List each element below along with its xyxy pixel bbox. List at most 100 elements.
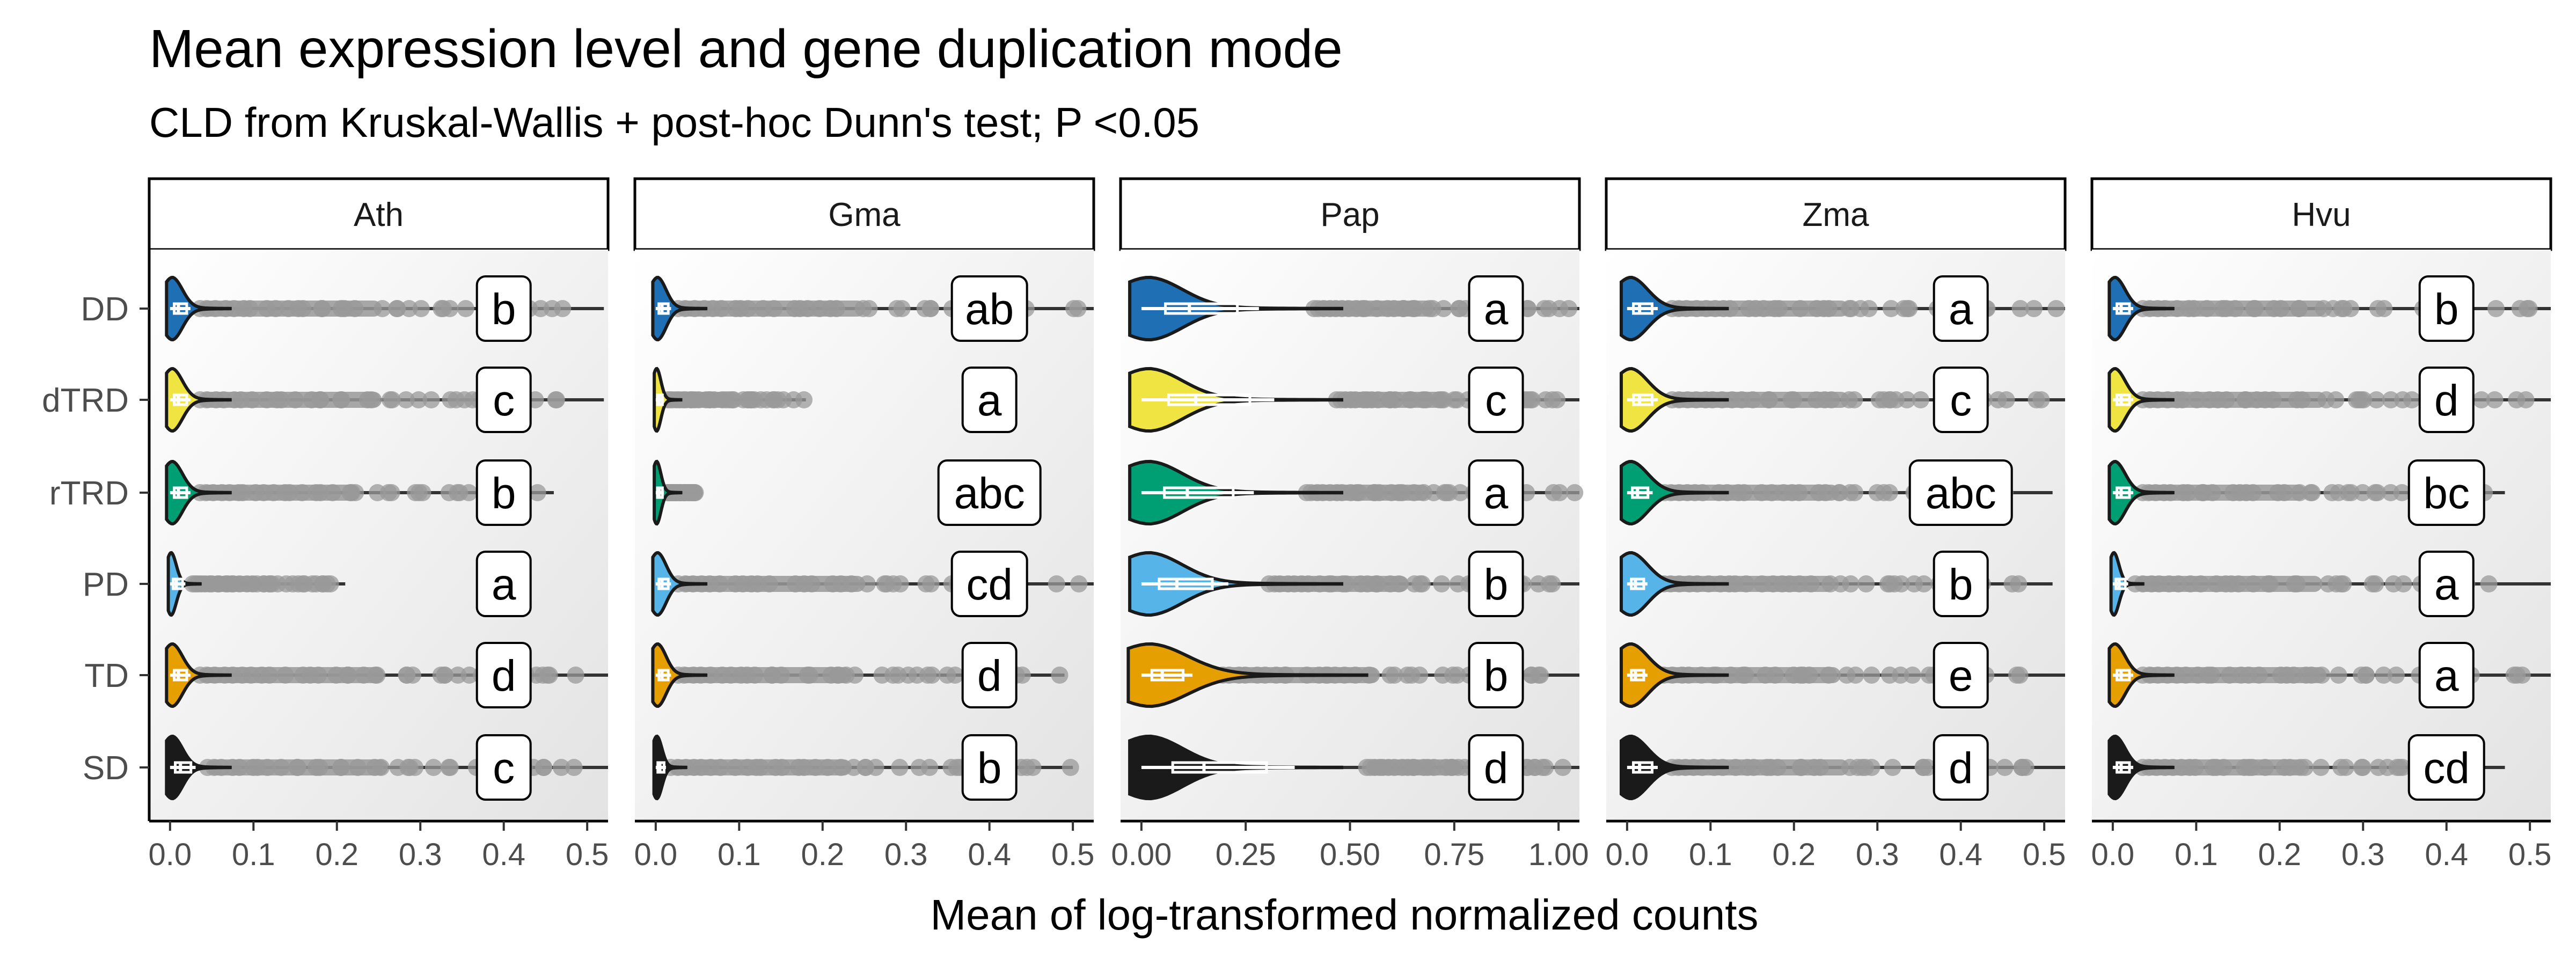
outlier-point [539, 667, 557, 684]
cld-label-box [961, 734, 1018, 801]
outlier-point [1536, 759, 1554, 776]
outlier-point [1915, 759, 1933, 776]
outlier-point [1070, 575, 1088, 592]
violin-shape [653, 459, 683, 526]
cld-label: b [492, 285, 516, 334]
outlier-point [2403, 391, 2421, 408]
violin-shape [1619, 642, 1729, 708]
outlier-point [2003, 575, 2021, 592]
box-iqr [2116, 302, 2131, 315]
outlier-point [686, 484, 704, 501]
outlier-band [678, 667, 852, 683]
outlier-band [668, 392, 730, 408]
outlier-point [1543, 575, 1561, 592]
outlier-point [388, 300, 406, 317]
outlier-point [2339, 484, 2357, 501]
x-tick-label: 0.2 [1772, 837, 1816, 872]
x-tick-label: 0.3 [399, 837, 442, 872]
cld-label-box [475, 734, 532, 801]
cld-label: c [1485, 376, 1507, 425]
violin-shape [1619, 734, 1729, 801]
cld-label-box [2407, 734, 2485, 801]
outlier-point [381, 391, 399, 408]
outlier-point [318, 575, 336, 592]
panel-background [149, 250, 608, 821]
violin-shape [165, 367, 232, 433]
outlier-point [2379, 759, 2396, 776]
box-iqr [174, 761, 193, 774]
violin-hvu-dd: b [2107, 275, 2551, 342]
cld-label: d [2434, 376, 2459, 425]
outlier-point [1882, 300, 1900, 317]
box-iqr [173, 669, 188, 682]
x-tick-label: 0.2 [315, 837, 358, 872]
cld-label-box [1933, 551, 1989, 617]
violin-shape [2107, 734, 2175, 801]
outlier-point [1863, 667, 1880, 684]
violin-shape [2107, 367, 2175, 433]
outlier-point [1875, 484, 1893, 501]
outlier-point [457, 300, 474, 317]
outlier-point [1523, 667, 1540, 684]
x-tick-label: 0.1 [232, 837, 275, 872]
cld-label: abc [954, 469, 1025, 518]
cld-label-box [475, 459, 532, 526]
violin-zma-pd: b [1619, 551, 2053, 617]
x-tick-label: 0.3 [2341, 837, 2385, 872]
violin-shape [165, 459, 232, 526]
violin-ath-sd: c [165, 734, 608, 801]
outlier-point [398, 667, 415, 684]
cld-label-box [1933, 734, 1989, 801]
violin-shape [1619, 367, 1729, 433]
violin-pap-rtrd: a [1128, 459, 1584, 526]
cld-label-box [475, 551, 532, 617]
outlier-point [1912, 391, 1929, 408]
violin-shape [651, 551, 708, 617]
violin-hvu-rtrd: bc [2107, 459, 2505, 526]
outlier-point [889, 667, 907, 684]
outlier-point [2517, 391, 2535, 408]
cld-label: abc [1926, 469, 1996, 518]
x-tick-label: 0.0 [1606, 837, 1649, 872]
outlier-band [2142, 392, 2326, 408]
box-iqr [1164, 302, 1239, 315]
violin-shape [1126, 642, 1368, 708]
outlier-band [1672, 759, 1849, 775]
cld-label: d [1484, 744, 1509, 793]
outlier-band [670, 759, 852, 775]
outlier-point [1892, 667, 1909, 684]
violin-shape [2107, 459, 2175, 526]
violin-shape [653, 367, 683, 433]
violin-ath-dtrd: c [165, 367, 604, 433]
cld-label: c [493, 376, 515, 425]
outlier-band [1336, 392, 1446, 408]
y-tick-label: PD [83, 566, 129, 603]
box-iqr [2116, 669, 2131, 682]
violin-shape [1619, 551, 1729, 617]
box-iqr [1163, 486, 1235, 499]
box-iqr [2116, 486, 2131, 499]
cld-label-box [961, 642, 1018, 708]
violin-ath-pd: a [166, 551, 532, 617]
violin-ath-rtrd: b [165, 459, 554, 526]
outlier-point [2327, 391, 2345, 408]
cld-label: d [492, 652, 516, 700]
outlier-point [922, 300, 940, 317]
violin-zma-sd: d [1619, 734, 2065, 801]
cld-label: b [1484, 560, 1509, 609]
outlier-point [1013, 667, 1031, 684]
outlier-band [1672, 392, 1849, 408]
outlier-band [1664, 485, 1840, 501]
facet-strip [148, 177, 610, 251]
outlier-point [1860, 300, 1878, 317]
outlier-point [1051, 667, 1069, 684]
outlier-point [2014, 759, 2031, 776]
violin-shape [165, 275, 232, 342]
x-tick-label: 0.5 [2508, 837, 2552, 872]
x-tick-label: 0.75 [1424, 837, 1484, 872]
outlier-band [678, 576, 866, 592]
violin-zma-dtrd: c [1619, 367, 2065, 433]
facet-strip [1605, 177, 2067, 251]
